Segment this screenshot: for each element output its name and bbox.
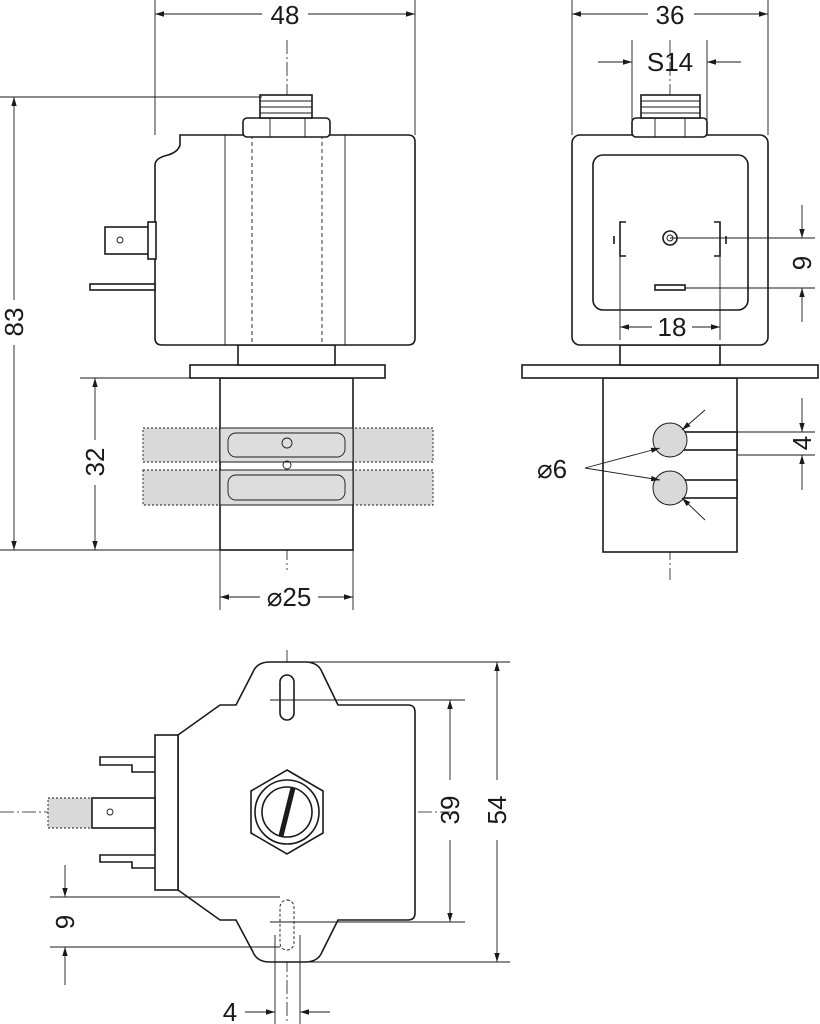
- dim-hole-spacing-39: 39: [435, 796, 465, 825]
- dim-overall-54: 54: [482, 796, 512, 825]
- dim-pin-offset-9: 9: [787, 256, 817, 270]
- dim-slot-width-4: 4: [223, 997, 237, 1024]
- side-view: 36 S14 9 18 4 ⌀6: [521, 0, 819, 580]
- dim-height-83: 83: [0, 308, 29, 337]
- terminal-icon: [104, 226, 151, 255]
- dim-port-diameter-6: ⌀6: [537, 454, 567, 484]
- dim-width-36: 36: [656, 0, 685, 30]
- dim-width-48: 48: [271, 0, 300, 30]
- bottom-view: 39 54 9 4: [0, 650, 512, 1024]
- dim-diameter-25: ⌀25: [267, 582, 312, 612]
- front-view: 48 83 32 ⌀25: [0, 0, 434, 612]
- dim-wrench-s14: S14: [647, 47, 693, 77]
- dim-body-32: 32: [80, 448, 110, 477]
- dim-tab-offset-9: 9: [50, 915, 80, 929]
- dim-pin-spacing-18: 18: [658, 312, 687, 342]
- dim-port-offset-4: 4: [787, 436, 817, 450]
